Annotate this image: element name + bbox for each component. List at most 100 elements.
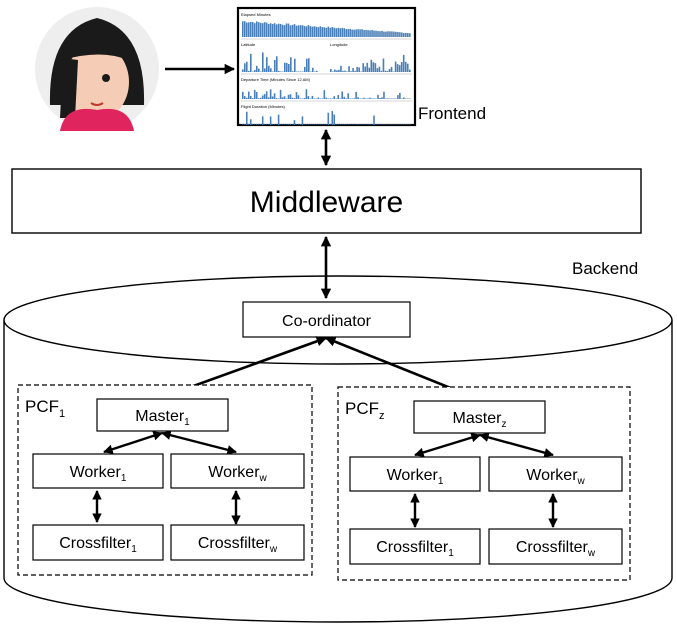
mini-bar [377,31,379,37]
mini-bar [351,98,353,99]
mini-bar [283,124,286,125]
mini-bar [250,53,252,72]
mini-bar [243,96,246,99]
mini-bar [315,26,318,37]
panel-longitude-bars [330,54,411,72]
mini-bar [301,98,304,99]
mini-bar [269,23,272,37]
mini-bar [286,62,288,72]
mini-bar [397,32,399,37]
mini-bar [251,21,254,37]
mini-bar [381,97,383,99]
mini-bar [287,94,290,99]
panel-title-duration: Flight Duration (Minutes) [241,104,285,109]
mini-bar [393,124,395,125]
mini-bar [249,119,252,125]
pcf-1-title: PCF1 [25,397,65,420]
pcf-z-master-box [413,400,546,434]
mini-bar [390,66,393,72]
mini-bar [393,31,395,37]
mini-bar [313,124,316,125]
mini-bar [260,71,262,72]
mini-bar [245,111,248,125]
mini-bar [341,27,343,37]
mini-bar [279,124,282,125]
mini-bar [242,21,244,37]
mini-bar [371,124,373,125]
mini-bar [299,98,302,99]
mini-bar [305,124,308,125]
mini-bar [283,96,286,99]
mini-bar [357,97,359,99]
mini-bar [355,124,357,125]
mini-bar [362,63,365,72]
mini-bar [351,29,353,37]
mini-bar [357,29,359,37]
mini-bar [272,71,274,72]
mini-bar [285,23,288,37]
mini-bar [249,95,252,99]
mini-bar [301,25,304,37]
mini-bar [379,98,381,99]
pcf-z-worker-w-box [488,456,623,492]
mini-bar [353,124,355,125]
mini-bar [271,124,274,125]
mini-bar [319,26,322,37]
mini-bar [368,67,371,72]
mini-bar [327,112,330,125]
mini-bar [369,97,371,99]
mini-bar [359,124,361,125]
mini-bar [398,65,401,72]
mini-bar [277,98,280,99]
mini-bar [373,30,375,37]
mini-bar [377,124,379,125]
mini-bar [287,124,290,125]
mini-bar [307,124,310,125]
mini-bar [392,71,395,72]
mini-bar [268,65,270,72]
mini-bar [247,22,250,37]
mini-bar [348,66,350,72]
mini-bar [291,24,294,37]
mini-bar [277,114,280,125]
mini-bar [363,30,365,37]
mini-bar [323,90,326,99]
mini-bar [399,124,401,125]
mini-bar [401,32,403,37]
mini-bar [389,31,391,37]
mini-bar [311,26,314,37]
pcf-z-worker-1-label: Worker1 [387,467,444,487]
pcf-1-crossfilter-1-box [32,524,164,561]
panel-latitude-bars [242,52,318,72]
mini-bar [385,124,387,125]
mini-bar [257,22,260,37]
mini-bar [247,91,250,99]
pcf-1-worker-w-box [170,453,305,489]
mini-bar [378,66,381,72]
mini-bar [289,94,292,99]
mini-bar [277,23,280,37]
mini-bar [329,27,332,37]
mini-bar [386,70,389,72]
mini-bar [379,31,381,37]
mini-bar [317,27,320,37]
mini-bar [335,124,338,125]
mini-bar [355,29,357,37]
mini-bar [329,98,332,99]
mini-bar [395,124,397,125]
mini-bar [344,70,346,72]
mini-bar [247,124,250,125]
mini-bar [375,124,377,125]
mini-bar [257,124,260,125]
mini-bar [361,29,363,37]
mini-bar [332,71,334,72]
mini-bar [294,58,296,72]
mini-bar [262,52,264,72]
mini-bar [263,124,266,125]
mini-bar [275,124,278,125]
mini-bar [342,70,344,72]
mini-bar [254,69,256,72]
mini-bar [323,124,326,125]
mini-bar [387,124,389,125]
mini-bar [303,124,306,125]
